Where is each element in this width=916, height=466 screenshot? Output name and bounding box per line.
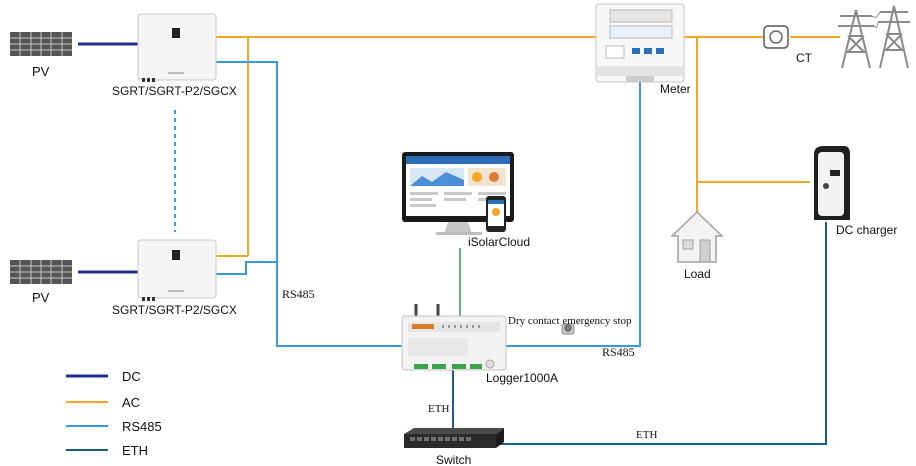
rs485-label-right: RS485 (602, 345, 635, 359)
rs485-label-left: RS485 (282, 287, 315, 301)
pv-label-bottom: PV (32, 290, 50, 305)
rs485-wiring (174, 61, 641, 347)
ct-sensor (763, 25, 789, 49)
dry-contact-label: Dry contact emergency stop (508, 315, 632, 327)
inverter-label-top: SGRT/SGRT-P2/SGCX (112, 84, 237, 98)
isolarcloud-label: iSolarCloud (468, 235, 530, 249)
eth-label-vertical: ETH (428, 403, 449, 415)
load-label: Load (684, 267, 711, 281)
meter-label: Meter (660, 82, 691, 96)
legend-label-rs485: RS485 (122, 419, 162, 434)
eth-label-bottom: ETH (636, 429, 657, 441)
pv-label-top: PV (32, 64, 50, 79)
pv-panel-top (10, 32, 72, 56)
logger-label: Logger1000A (486, 371, 558, 385)
legend-label-dc: DC (122, 369, 141, 384)
ac-wiring (215, 36, 840, 257)
switch-device (404, 428, 504, 448)
logger-device (401, 304, 507, 371)
inverter-bottom (137, 239, 217, 301)
ct-label: CT (796, 51, 813, 65)
meter-device (595, 3, 685, 83)
emergency-stop-icon (561, 323, 575, 335)
legend-label-ac: AC (122, 395, 140, 410)
inverter-label-bottom: SGRT/SGRT-P2/SGCX (112, 303, 237, 317)
dc-wiring (78, 42, 138, 274)
switch-label: Switch (436, 453, 471, 466)
phone-icon (486, 196, 506, 232)
house-icon (670, 210, 724, 263)
legend-label-eth: ETH (122, 443, 148, 458)
pv-panel-bottom (10, 260, 72, 284)
dc-charger-device (814, 146, 850, 220)
eth-wiring (452, 222, 827, 445)
inverter-top (137, 13, 217, 82)
legend: DC AC RS485 ETH (66, 369, 162, 458)
dc-charger-label: DC charger (836, 223, 897, 237)
grid-tower-icon (838, 5, 910, 69)
